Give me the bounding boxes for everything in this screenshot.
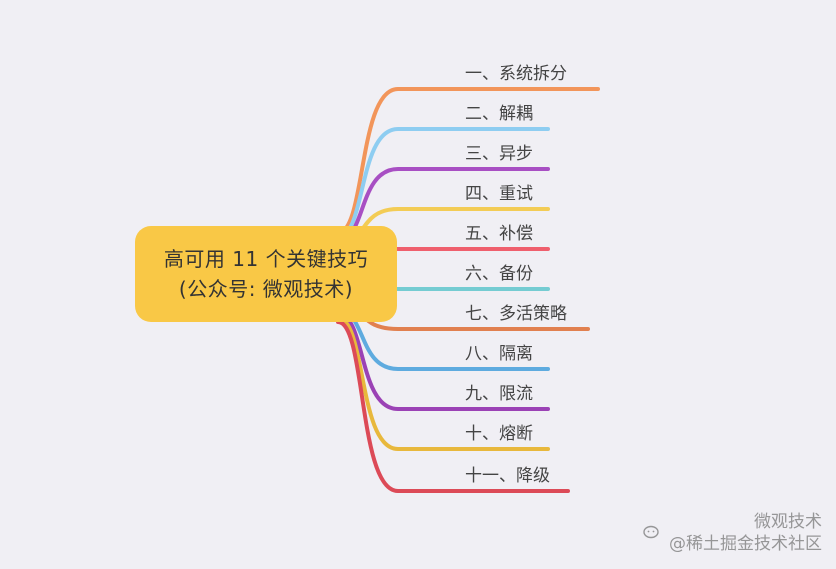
central-topic[interactable]: 高可用 11 个关键技巧 (公众号: 微观技术) [135,226,397,322]
branch-label[interactable]: 五、补偿 [465,224,533,244]
branch-label[interactable]: 七、多活策略 [465,304,567,324]
branch-label[interactable]: 六、备份 [465,264,533,284]
branch-label[interactable]: 一、系统拆分 [465,64,567,84]
branch-label[interactable]: 九、限流 [465,384,533,404]
branch-label[interactable]: 十一、降级 [465,466,550,486]
central-topic-subtitle: (公众号: 微观技术) [178,277,354,301]
watermark: 微观技术 @稀土掘金技术社区 [643,511,822,555]
central-topic-title: 高可用 11 个关键技巧 [163,247,369,271]
branch-label[interactable]: 八、隔离 [465,344,533,364]
branch-connector [336,316,550,451]
watermark-title: 微观技术 [754,512,822,532]
branch-connector [336,320,570,493]
wechat-icon [643,525,659,539]
branch-label[interactable]: 二、解耦 [465,104,533,124]
branch-label[interactable]: 四、重试 [465,184,533,204]
branch-label[interactable]: 十、熔断 [465,424,533,444]
branch-label[interactable]: 三、异步 [465,144,533,164]
watermark-source: @稀土掘金技术社区 [669,534,822,554]
